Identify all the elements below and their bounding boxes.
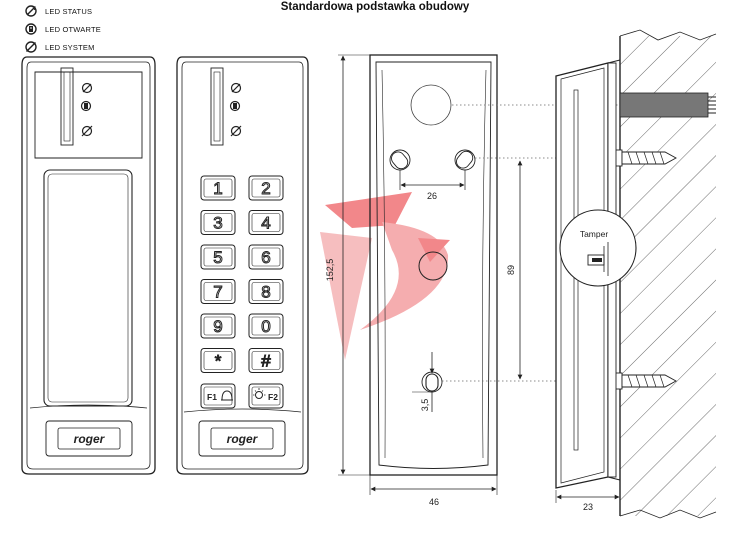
key-f1: F1 (200, 383, 236, 409)
key-3: 3 (200, 210, 236, 235)
tamper-detail: Tamper (559, 209, 637, 287)
watermark-logo (320, 192, 450, 360)
screw (611, 372, 677, 390)
key-0: 0 (248, 313, 284, 339)
key-label: 2 (261, 179, 270, 198)
key-8: 8 (248, 279, 284, 304)
screw (611, 149, 677, 167)
tamper-label: Tamper (580, 229, 609, 239)
cable-hole (410, 84, 452, 126)
light-bulb-icon (253, 388, 266, 399)
keypad: 1 2 3 4 5 6 7 8 9 0 * # (200, 175, 284, 373)
led-system-icon (81, 125, 93, 137)
key-1: 1 (200, 175, 236, 201)
key-label: 1 (213, 179, 222, 198)
key-label: 3 (213, 214, 222, 233)
legend-label: LED SYSTEM (45, 42, 95, 52)
legend-led-open: LED OTWARTE (24, 20, 101, 38)
key-label: * (215, 352, 222, 371)
key-label: 6 (261, 248, 270, 267)
tamper-hole (418, 251, 448, 281)
mounting-slot (389, 149, 411, 171)
key-6: 6 (248, 244, 284, 270)
f1-label: F1 (207, 392, 217, 402)
diagram-title: Standardowa podstawka obudowy (280, 1, 470, 13)
bell-icon (221, 390, 233, 401)
key-label: 9 (213, 317, 222, 336)
led-open-icon (80, 100, 92, 112)
mounting-base-view: 26 3,5 152,5 46 89 (325, 54, 620, 507)
dim-hole-spacing-vertical: 89 (506, 265, 516, 275)
mounting-slot (421, 371, 443, 393)
led-system-icon (25, 41, 37, 53)
key-label: 7 (213, 283, 222, 302)
reader-front-view: roger (21, 56, 156, 475)
led-status-icon (25, 5, 37, 17)
key-label: 8 (261, 283, 270, 302)
key-star: * (200, 348, 236, 373)
dim-height: 152,5 (325, 259, 335, 282)
led-open-icon (229, 100, 241, 112)
led-system-icon (230, 125, 242, 137)
key-9: 9 (200, 313, 236, 339)
led-status-icon (81, 82, 93, 94)
brand-logo: roger (74, 432, 106, 446)
key-5: 5 (200, 244, 236, 270)
key-label: 0 (261, 317, 270, 336)
mounting-slot (454, 149, 476, 171)
legend-label: LED OTWARTE (45, 24, 101, 34)
cable (619, 92, 716, 118)
led-status-icon (230, 82, 242, 94)
dim-width: 46 (429, 497, 439, 507)
led-legend: LED STATUS LED OTWARTE LED SYSTEM (24, 2, 101, 56)
key-label: 5 (213, 248, 222, 267)
reader-keypad-front-view: 1 2 3 4 5 6 7 8 9 0 * # F1 F2 roger (176, 56, 309, 475)
legend-led-status: LED STATUS (24, 2, 101, 20)
led-open-icon (25, 23, 37, 35)
key-hash: # (248, 348, 284, 373)
dim-depth: 23 (583, 502, 593, 512)
key-label: 4 (261, 214, 270, 233)
f2-label: F2 (268, 392, 278, 402)
side-view: Tamper 23 (555, 29, 717, 519)
dim-slot: 3,5 (420, 399, 430, 412)
legend-label: LED STATUS (45, 6, 93, 16)
key-2: 2 (248, 175, 284, 201)
key-4: 4 (248, 210, 284, 235)
key-7: 7 (200, 279, 236, 304)
brand-logo: roger (227, 432, 259, 446)
legend-led-system: LED SYSTEM (24, 38, 101, 56)
key-f2: F2 (248, 383, 284, 409)
dim-hole-spacing-horizontal: 26 (427, 191, 437, 201)
key-label: # (261, 352, 271, 371)
